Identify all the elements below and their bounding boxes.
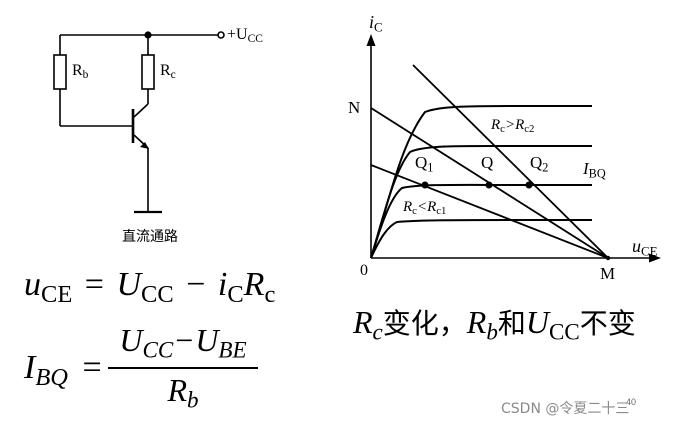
rc-lt-label: Rc<Rc1	[403, 199, 447, 218]
ibq-label: IBQ	[583, 159, 606, 181]
ibq-equation-lhs: IBQ =	[24, 349, 102, 391]
n-label: N	[348, 98, 361, 117]
point-q	[485, 181, 493, 189]
page-number: 40	[626, 397, 637, 407]
y-axis-arrow	[366, 34, 376, 46]
q1-label: Q1	[415, 153, 434, 175]
ibq-numerator: UCC−UBE	[119, 322, 247, 363]
note-text: Rc变化，Rb和UCC不变	[353, 304, 636, 345]
rb-resistor	[53, 54, 67, 90]
watermark: CSDN @令夏二十三	[501, 401, 630, 417]
transistor-collector	[133, 103, 149, 118]
supply-label: +UCC	[227, 26, 263, 46]
rc-gt-label: Rc>Rc2	[491, 117, 535, 136]
emitter-arrow	[140, 142, 149, 149]
q2-label: Q2	[530, 153, 549, 175]
rb-label: Rb	[72, 62, 89, 82]
uce-equation: uCE = UCC − iCRc	[24, 266, 276, 308]
supply-terminal	[217, 31, 225, 39]
ibq-denominator: Rb	[167, 372, 199, 413]
rc-label: Rc	[160, 62, 176, 82]
ibq-fraction-bar	[108, 367, 258, 369]
circuit-caption: 直流通路	[122, 229, 178, 245]
point-m	[605, 255, 611, 261]
x-axis-arrow	[649, 253, 661, 263]
load-line-rc-small	[412, 64, 609, 259]
y-axis-label: iC	[369, 12, 383, 35]
load-line-rc-large	[370, 164, 609, 259]
rc-resistor	[141, 54, 155, 90]
curve-4	[370, 219, 592, 259]
m-label: M	[600, 264, 616, 283]
point-q1	[421, 181, 429, 189]
curve-2	[370, 144, 592, 259]
origin-label: 0	[360, 262, 368, 279]
point-q2	[525, 181, 533, 189]
x-axis-label: uCE	[632, 236, 658, 259]
q-label: Q	[481, 153, 494, 172]
